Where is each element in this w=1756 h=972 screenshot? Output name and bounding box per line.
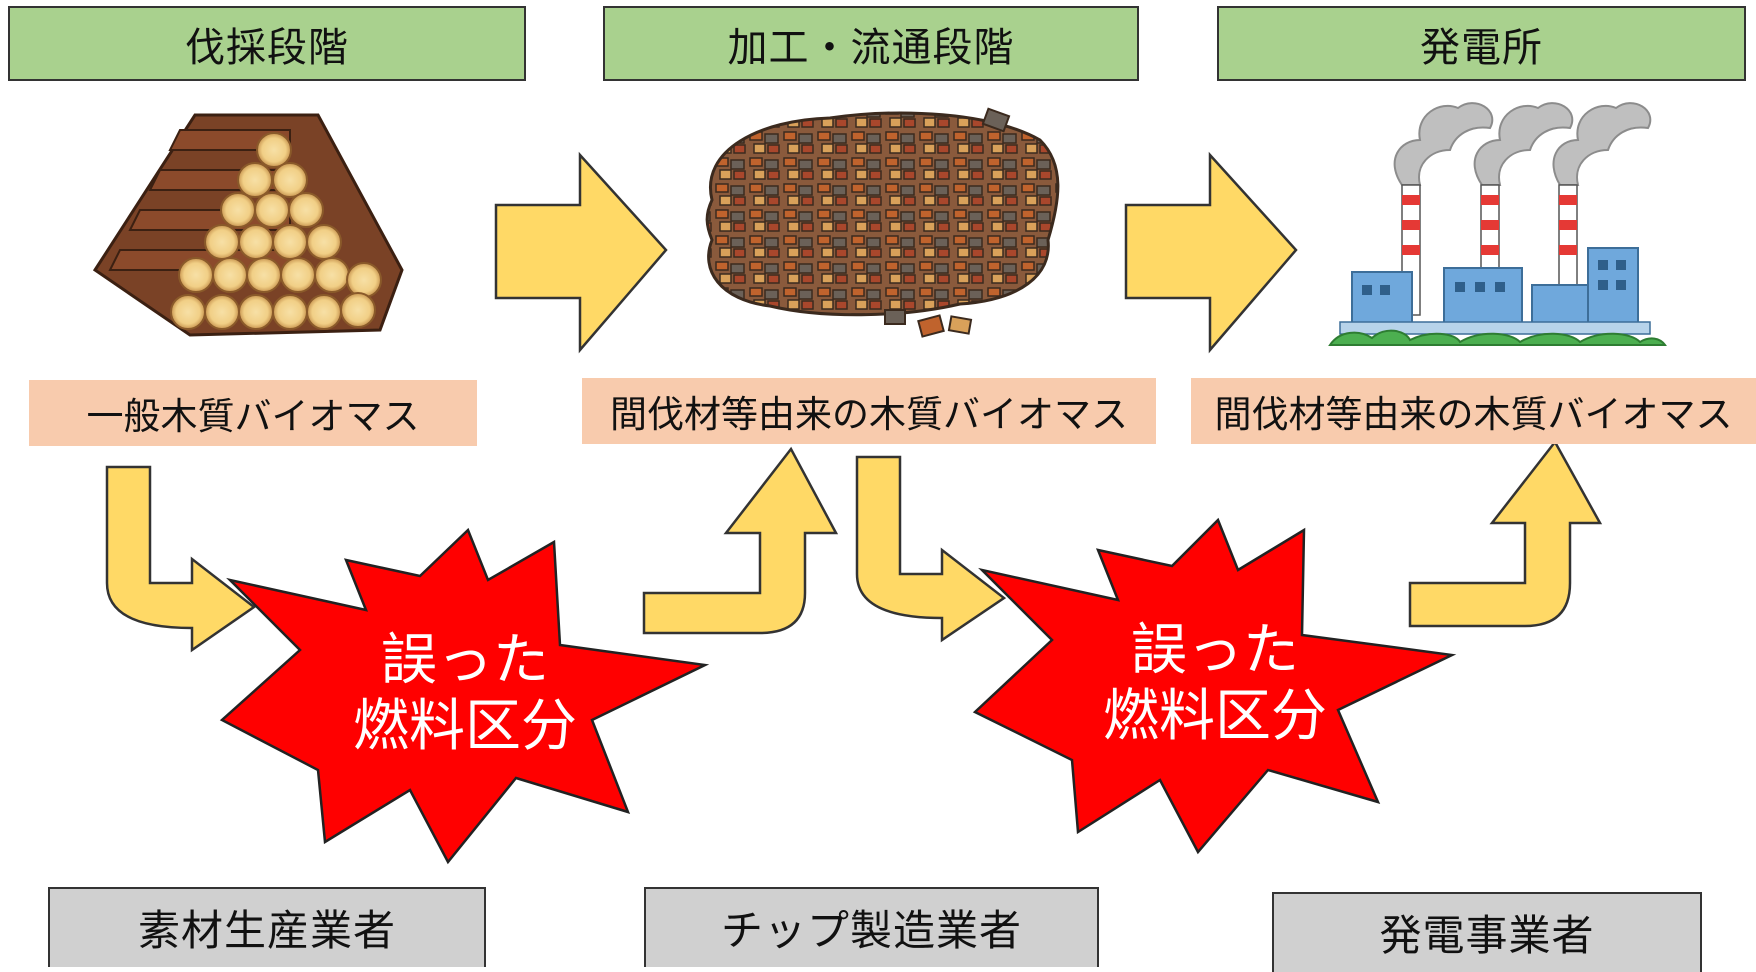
bent-arrow-right-up (1408, 439, 1603, 628)
burst-right-line1: 誤った (1131, 618, 1299, 683)
actor-power-generator: 発電事業者 (1272, 892, 1702, 972)
burst-text-right: 誤った 燃料区分 (1080, 618, 1350, 750)
fuel-label-thinning-processing: 間伐材等由来の木質バイオマス (582, 378, 1156, 444)
bent-arrow-right-down (855, 455, 1007, 643)
power-plant-icon (1328, 102, 1667, 346)
burst-text-left: 誤った 燃料区分 (330, 628, 600, 760)
stage-processing: 加工・流通段階 (603, 6, 1139, 81)
bent-arrow-left-down (105, 465, 257, 653)
burst-left (219, 527, 710, 865)
burst-left-line1: 誤った (381, 628, 549, 693)
fuel-label-thinning-plant: 間伐材等由来の木質バイオマス (1191, 378, 1756, 444)
burst-left-line2: 燃料区分 (353, 694, 577, 759)
burst-right (972, 517, 1457, 855)
stage-harvest: 伐採段階 (8, 6, 526, 81)
actor-chip-producer: チップ製造業者 (644, 887, 1099, 967)
fuel-label-general: 一般木質バイオマス (29, 380, 477, 446)
log-pile-icon (92, 113, 404, 337)
burst-right-line2: 燃料区分 (1103, 684, 1327, 749)
arrow-processing-to-plant (1124, 151, 1298, 354)
stage-power-plant: 発電所 (1217, 6, 1746, 81)
actor-material-producer: 素材生産業者 (48, 887, 486, 967)
wood-chips-icon (705, 107, 1060, 338)
bent-arrow-left-up (642, 446, 839, 635)
arrow-harvest-to-processing (494, 151, 668, 354)
